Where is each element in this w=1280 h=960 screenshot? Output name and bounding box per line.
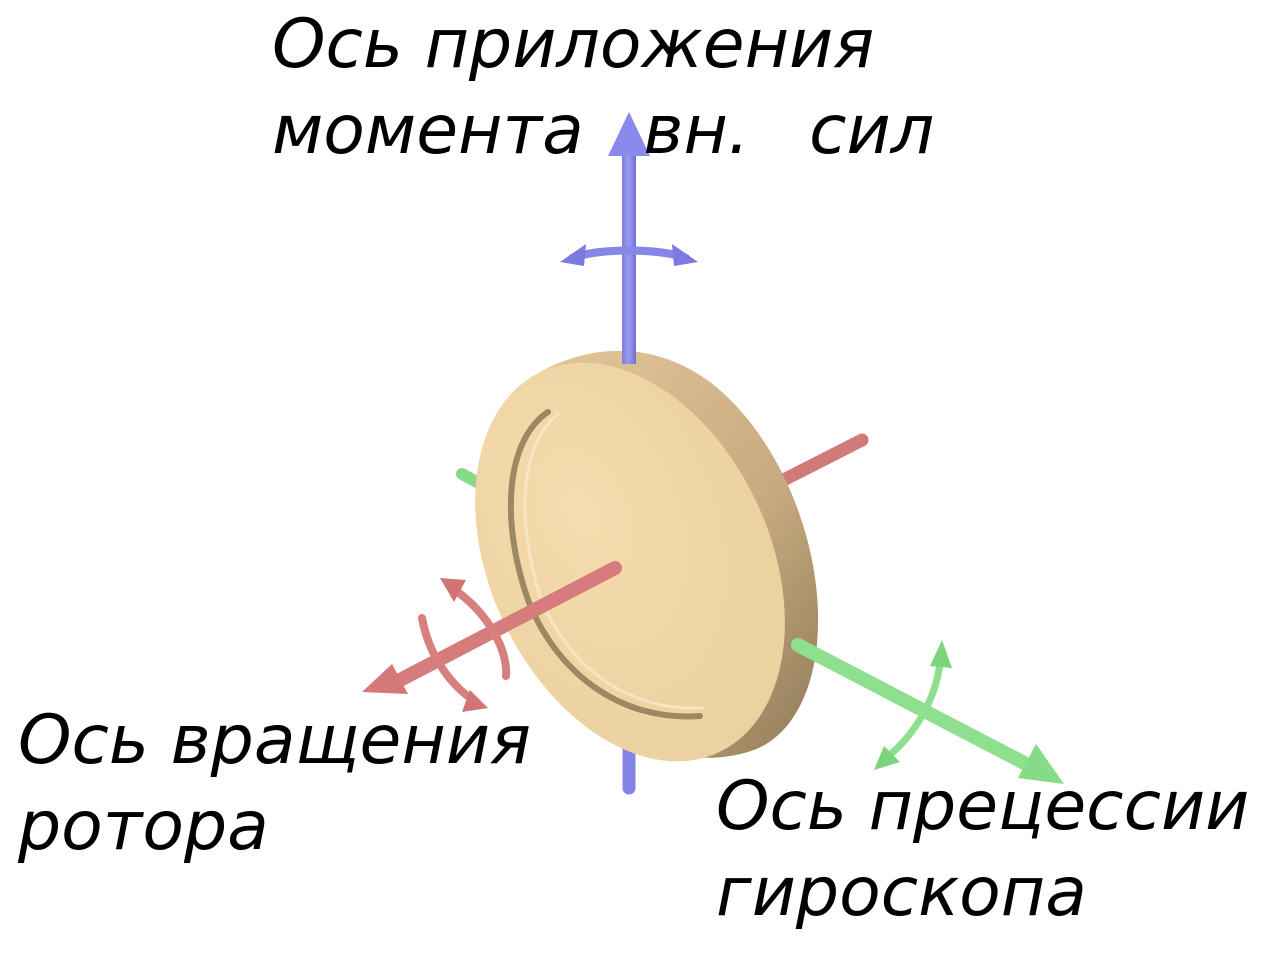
torque-axis: [560, 112, 698, 364]
rotor-disc: [475, 350, 819, 762]
torque-arc-arrowhead-left: [560, 244, 586, 266]
precession-arc-head-top: [930, 640, 952, 668]
rotation-arc-lower-head: [462, 690, 488, 712]
precession-axis-label-line2: гироскопа: [716, 853, 1087, 932]
rotation-arc-lower: [418, 614, 480, 706]
rotor-groove: [507, 409, 703, 720]
precession-arc-head-bottom: [874, 746, 900, 770]
torque-axis-label-line2: момента вн. сил: [272, 91, 935, 170]
torque-axis-arrowhead: [608, 112, 650, 156]
rotation-axis-label-line1: Ось вращения: [18, 701, 531, 780]
torque-arc-arrowhead-right: [672, 244, 698, 266]
rotation-arc-upper-head: [440, 578, 466, 602]
precession-axis-label: Ось прецессии гироскопа: [716, 764, 1249, 936]
precession-axis-arrowhead: [1018, 744, 1064, 784]
torque-axis-label-line1: Ось приложения: [272, 5, 875, 84]
rotor-groove-highlight: [523, 412, 704, 710]
precession-axis-label-line1: Ось прецессии: [716, 767, 1250, 846]
rotation-axis: [362, 561, 622, 712]
precession-axis: [791, 638, 1064, 784]
rotation-axis-arrowhead: [362, 664, 408, 694]
rotor-face: [475, 362, 785, 762]
torque-axis-shaft: [622, 148, 636, 364]
rotation-axis-label-line2: ротора: [18, 787, 269, 866]
precession-arc: [882, 658, 944, 762]
rotation-arc-upper: [448, 584, 511, 680]
rotation-axis-label: Ось вращения ротора: [18, 698, 531, 870]
torque-axis-label: Ось приложения момента вн. сил: [272, 2, 934, 174]
precession-axis-shaft: [791, 638, 1037, 773]
